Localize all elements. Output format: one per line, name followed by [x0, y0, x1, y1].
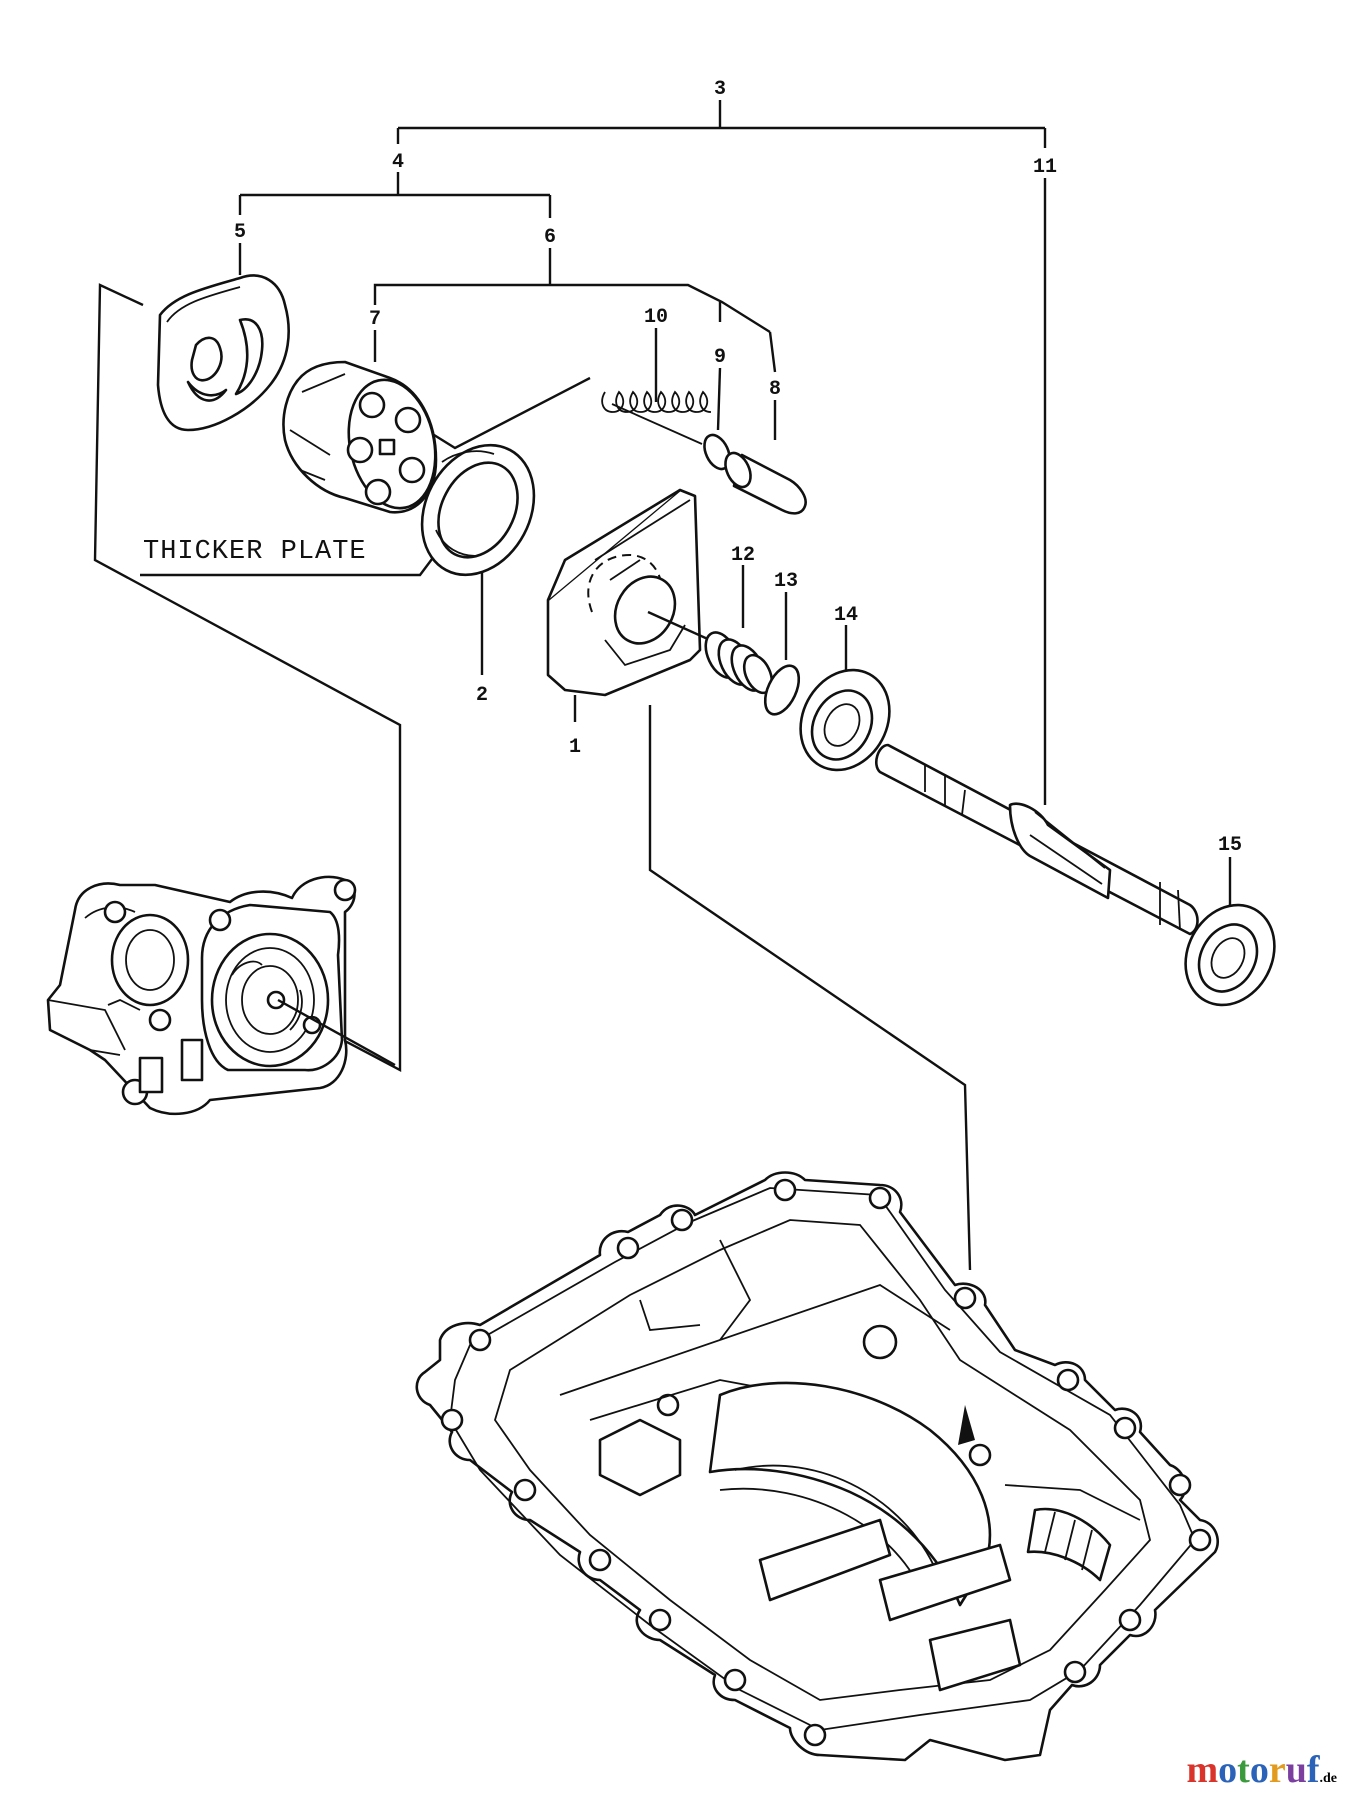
- seal-ring-2: [420, 443, 536, 577]
- callout-12: 12: [731, 544, 755, 567]
- callout-10: 10: [644, 306, 668, 329]
- callout-9: 9: [714, 346, 726, 369]
- callout-11: 11: [1033, 156, 1057, 179]
- callout-labels: 3 4 11 5 6 7 10 9 8 12 13 14 2 1 15 THIC…: [143, 78, 1242, 857]
- center-plate-1: [546, 488, 711, 697]
- callout-15: 15: [1218, 834, 1242, 857]
- bearing-15: [1184, 903, 1276, 1007]
- callout-7: 7: [369, 308, 381, 331]
- callout-2: 2: [476, 684, 488, 707]
- callout-13: 13: [774, 570, 798, 593]
- shaft-11: [875, 743, 1199, 936]
- piston-8: [724, 451, 807, 515]
- valve-plate-5: [156, 274, 290, 432]
- callout-8: 8: [769, 378, 781, 401]
- callout-14: 14: [834, 604, 858, 627]
- callout-4: 4: [392, 151, 404, 174]
- callout-1: 1: [569, 736, 581, 759]
- thicker-plate-annotation: THICKER PLATE: [143, 537, 367, 567]
- spring-10: [601, 390, 712, 445]
- side-housing: [46, 875, 396, 1116]
- callout-5: 5: [234, 221, 246, 244]
- bearing-14: [799, 668, 891, 772]
- watermark-suffix: .de: [1319, 1771, 1338, 1786]
- callout-3: 3: [714, 78, 726, 101]
- cylinder-block-7: [282, 360, 438, 514]
- snap-ring-13: [763, 664, 801, 716]
- callout-tree: [93, 100, 1232, 1271]
- lower-case: [415, 1171, 1220, 1762]
- motoruf-watermark: motoruf.de: [1187, 1748, 1337, 1792]
- callout-6: 6: [544, 226, 556, 249]
- spring-12: [704, 631, 774, 695]
- watermark-text: motoruf: [1186, 1749, 1320, 1791]
